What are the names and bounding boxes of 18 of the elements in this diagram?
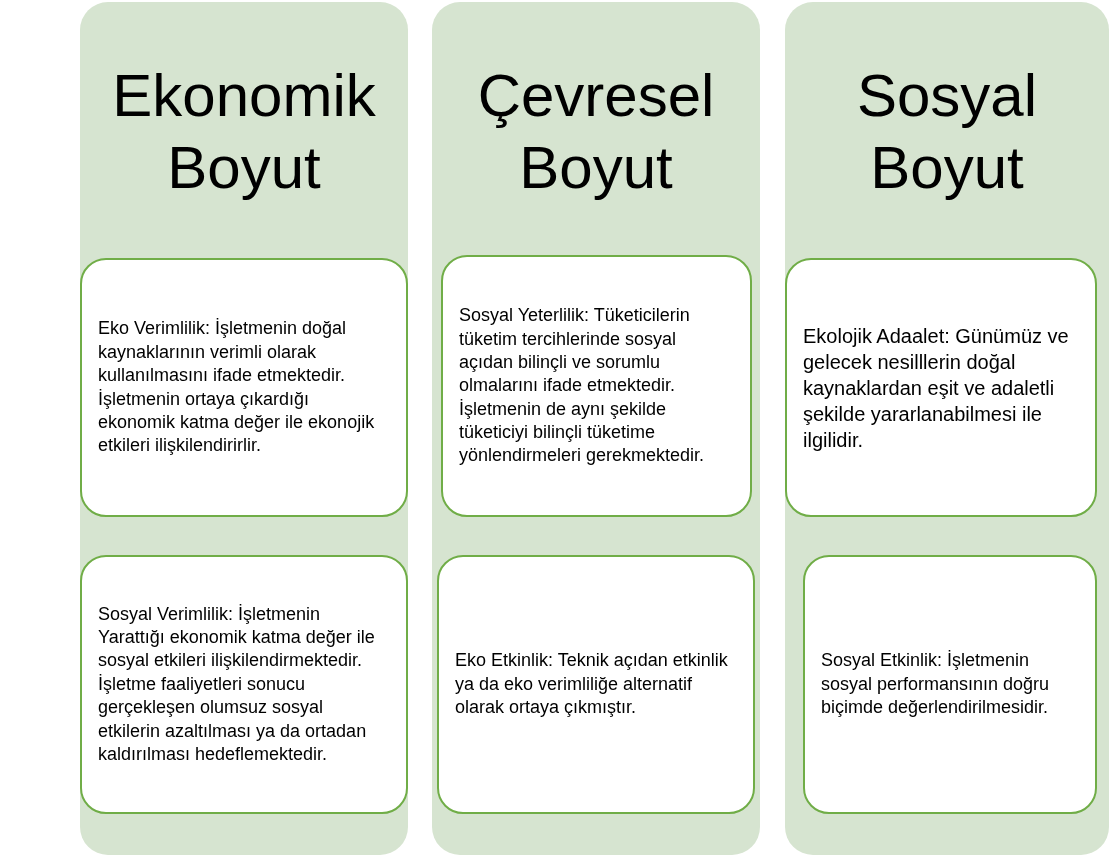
description-text: Eko Etkinlik: Teknik açıdan etkinlik ya da eko verimliliğe alternatif olarak ortaya çıkmıştır. bbox=[455, 649, 729, 720]
text-box bbox=[437, 555, 755, 814]
column-heading: Ekonomik Boyut bbox=[111, 61, 377, 203]
description-text: Sosyal Etkinlik: İşletmenin sosyal performansının doğru biçimde değerlendirilmesidir. bbox=[821, 649, 1051, 720]
description-text: Eko Verimlilik: İşletmenin doğal kaynaklarının verimli olarak kullanılmasını ifade etmektedir. İşletmenin ortaya çıkardığı ekonomik katma değer ile ekonojik etkileri ilişkilendirirlir. bbox=[98, 317, 376, 458]
text-box bbox=[80, 555, 408, 814]
column-heading: Çevresel Boyut bbox=[476, 61, 716, 203]
column-panel bbox=[80, 2, 408, 855]
column-heading: Sosyal Boyut bbox=[855, 61, 1039, 203]
text-box bbox=[803, 555, 1097, 814]
text-box bbox=[80, 258, 408, 517]
column-panel bbox=[785, 2, 1109, 855]
text-box bbox=[441, 255, 752, 517]
description-text: Sosyal Verimlilik: İşletmenin Yarattığı ekonomik katma değer ile sosyal etkileri ilişkilendirmektedir. İşletme faaliyetleri sonucu gerçekleşen olumsuz sosyal etkilerin azaltılması ya da ortadan kaldırılması hedeflemektedir. bbox=[98, 602, 376, 766]
description-text: Sosyal Yeterlilik: Tüketicilerin tüketim tercihlerinde sosyal açıdan bilinçli ve sorumlu olmalarını ifade etmektedir. İşletmenin de aynı şekilde tüketiciyi bilinçli tüketime yönlendirmeleri gerekmektedir. bbox=[459, 304, 706, 468]
description-text: Ekolojik Adaalet: Günümüz ve gelecek nesilllerin doğal kaynaklardan eşit ve adaletli şekilde yararlanabilmesi ile ilgilidir. bbox=[803, 323, 1070, 453]
column-panel bbox=[432, 2, 760, 855]
text-box bbox=[785, 258, 1097, 517]
